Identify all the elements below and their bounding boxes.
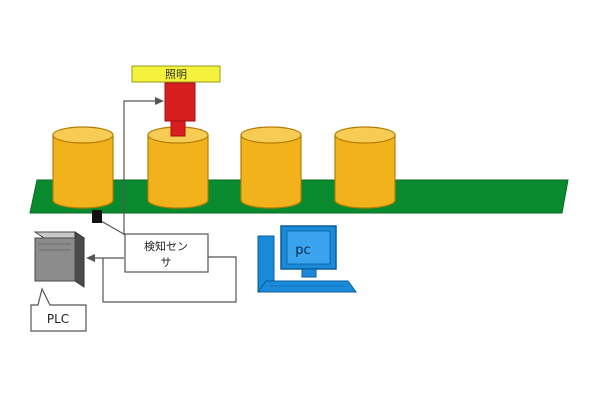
detection-sensor — [92, 210, 102, 223]
plc-label: PLC — [47, 312, 69, 326]
product-can-3 — [240, 126, 302, 209]
sensor-to-plc-line — [102, 256, 237, 303]
lighting-label: 照明 — [165, 68, 187, 81]
sensor-label-line2: サ — [161, 256, 172, 269]
sensor-label-box: 検知セン サ — [124, 233, 209, 273]
plc-arrowhead — [86, 254, 95, 262]
sensor-label-line1: 検知セン — [144, 239, 188, 253]
sensor-to-camera-line — [123, 100, 158, 235]
plc-callout: PLC — [30, 287, 87, 332]
camera — [164, 82, 196, 137]
pc-computer: pc — [257, 225, 357, 293]
camera-arrowhead — [155, 97, 164, 105]
pc-label: pc — [295, 243, 310, 258]
plc-unit — [33, 231, 86, 288]
lighting-unit: 照明 — [131, 65, 221, 83]
product-can-2 — [147, 126, 209, 209]
product-can-1 — [52, 126, 114, 209]
product-can-4 — [334, 126, 396, 209]
